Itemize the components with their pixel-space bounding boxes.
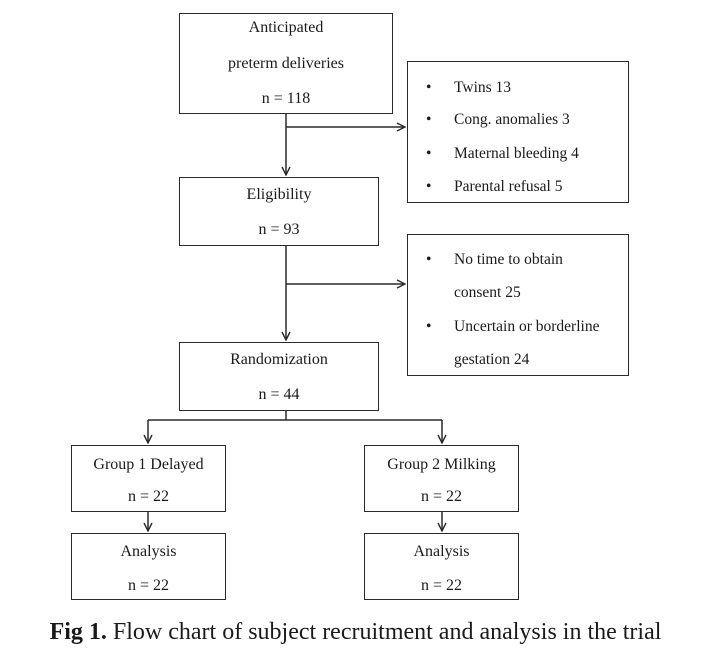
analysis2-box: Analysis n = 22 xyxy=(364,533,519,600)
figure-caption: Fig 1. Flow chart of subject recruitment… xyxy=(0,618,711,646)
caption-label: Fig 1. xyxy=(49,619,107,645)
group1-label: Group 1 Delayed xyxy=(93,456,204,473)
group2-label: Group 2 Milking xyxy=(387,456,496,473)
randomization-count: n = 44 xyxy=(258,386,300,403)
analysis2-label: Analysis xyxy=(413,543,470,560)
caption-text: Flow chart of subject recruitment and an… xyxy=(106,619,662,645)
analysis1-count: n = 22 xyxy=(127,577,170,594)
randomization-box: Randomization n = 44 xyxy=(179,342,379,411)
analysis2-count: n = 22 xyxy=(420,577,463,594)
anticipated-box: Anticipated preterm deliveries n = 118 xyxy=(179,13,393,114)
exclusions2-box: •No time to obtain consent 25 •Uncertain… xyxy=(407,234,629,376)
eligibility-label: Eligibility xyxy=(246,186,312,203)
group2-box: Group 2 Milking n = 22 xyxy=(364,445,519,512)
anticipated-line2: preterm deliveries xyxy=(228,55,344,72)
group1-count: n = 22 xyxy=(127,488,170,505)
randomization-label: Randomization xyxy=(230,351,328,368)
anticipated-line1: Anticipated xyxy=(248,19,324,36)
analysis1-box: Analysis n = 22 xyxy=(71,533,226,600)
exclusions1-box: •Twins 13 •Cong. anomalies 3 •Maternal b… xyxy=(407,61,629,203)
anticipated-count: n = 118 xyxy=(261,90,311,107)
eligibility-box: Eligibility n = 93 xyxy=(179,177,379,246)
group1-box: Group 1 Delayed n = 22 xyxy=(71,445,226,512)
group2-count: n = 22 xyxy=(420,488,463,505)
eligibility-count: n = 93 xyxy=(258,221,300,238)
analysis1-label: Analysis xyxy=(120,543,177,560)
